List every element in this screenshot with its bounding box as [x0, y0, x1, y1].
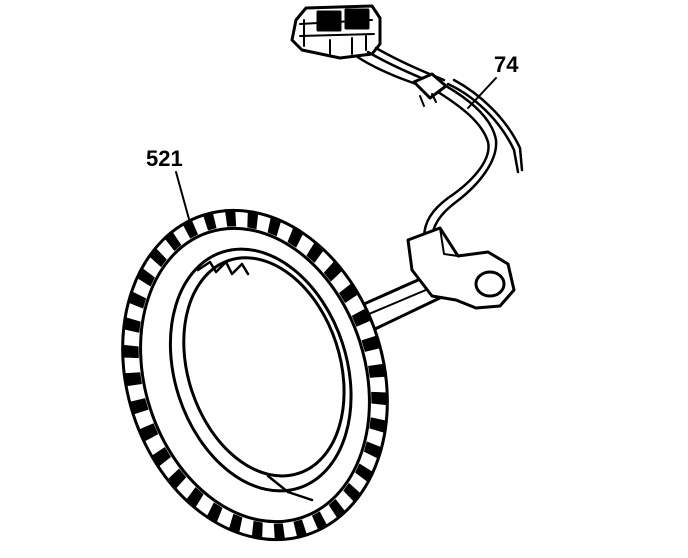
callout-521: 521: [146, 146, 183, 171]
ring-tooth: [149, 247, 167, 268]
ring-tooth: [129, 398, 149, 415]
ring-tooth: [369, 417, 387, 433]
ring-tooth: [128, 291, 147, 309]
ring-tooth: [151, 446, 171, 467]
ring-tooth: [287, 227, 304, 248]
ring-tooth: [182, 219, 199, 239]
ring-tooth: [306, 241, 324, 263]
ring-tooth: [351, 308, 372, 327]
ring-tooth: [206, 502, 223, 523]
ring-tooth: [371, 391, 388, 406]
ring-tooth: [273, 523, 285, 540]
ring-tooth: [328, 499, 346, 519]
ring-tooth: [355, 463, 374, 483]
ring-tooth: [311, 511, 328, 531]
ring-tooth: [225, 210, 237, 227]
ring-tooth: [363, 441, 382, 459]
ring-tooth: [167, 468, 187, 490]
tone-ring: [121, 208, 389, 542]
leader-line-74: [467, 77, 497, 109]
ring-tooth: [203, 212, 217, 231]
ring-tooth: [228, 513, 243, 534]
ring-tooth: [247, 211, 259, 230]
ring-teeth: [122, 210, 388, 540]
wire-harness: [354, 46, 524, 242]
ring-tooth: [251, 520, 263, 539]
ring-tooth: [343, 482, 361, 503]
ring-tooth: [122, 344, 139, 359]
ring-tooth: [339, 283, 359, 304]
ring-tooth: [267, 216, 282, 237]
callout-74: 74: [494, 52, 519, 77]
ring-tooth: [136, 267, 155, 287]
ring-tooth: [123, 317, 141, 333]
ring-tooth: [293, 519, 307, 538]
ring-tooth: [186, 487, 204, 509]
ring-tooth: [323, 260, 343, 282]
ring-tooth: [138, 423, 159, 442]
ring-tooth: [368, 363, 386, 378]
ring-tooth: [164, 231, 182, 251]
electrical-connector: [290, 4, 382, 60]
ring-tooth: [124, 372, 142, 387]
ring-tooth: [361, 335, 381, 352]
